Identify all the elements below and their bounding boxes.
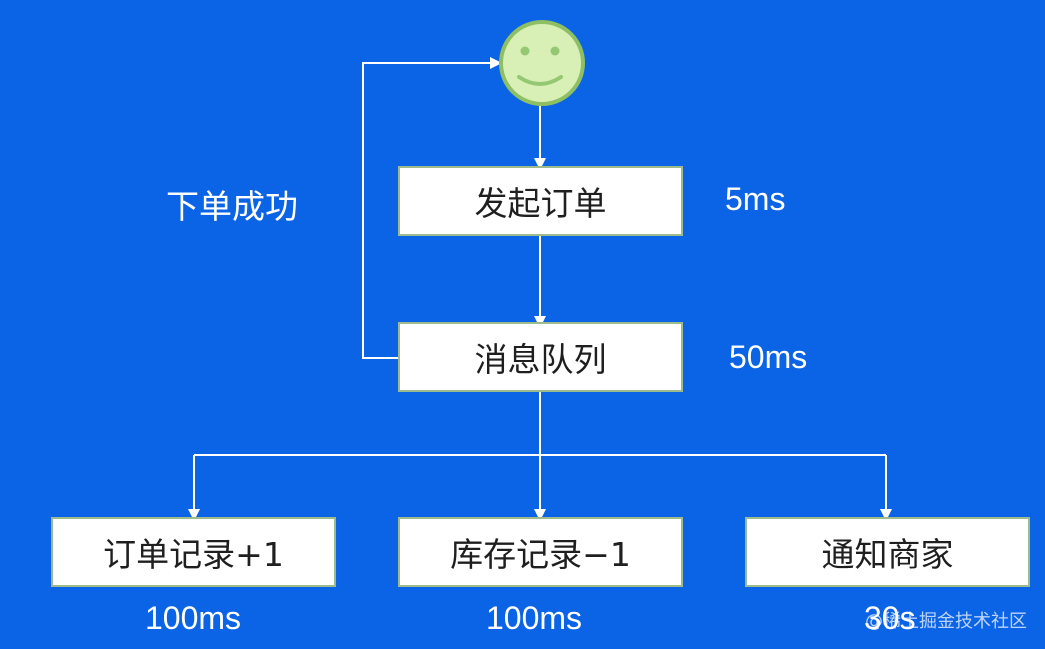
notify-merchant-label: 通知商家 xyxy=(821,535,954,574)
message-queue-box: 消息队列 xyxy=(398,322,683,392)
message-queue-label: 消息队列 xyxy=(474,340,607,379)
order-record-label: 订单记录+1 xyxy=(103,535,284,574)
order-time-label: 100ms xyxy=(145,600,242,636)
smiley-face-icon xyxy=(499,20,585,106)
start-time-label: 5ms xyxy=(725,181,786,217)
success-label: 下单成功 xyxy=(166,187,298,226)
notify-merchant-box: 通知商家 xyxy=(745,517,1030,587)
inventory-time-label: 100ms xyxy=(486,600,583,636)
inventory-record-box: 库存记录−1 xyxy=(398,517,683,587)
notify-time-label: 30s xyxy=(864,600,916,636)
start-order-box: 发起订单 xyxy=(398,166,683,236)
start-order-label: 发起订单 xyxy=(474,184,607,223)
watermark-text: @稀土掘金技术社区 xyxy=(865,611,1027,632)
order-record-box: 订单记录+1 xyxy=(51,517,336,587)
inventory-record-label: 库存记录−1 xyxy=(450,535,631,574)
queue-time-label: 50ms xyxy=(729,339,808,375)
arrow-success-loop xyxy=(362,57,502,359)
